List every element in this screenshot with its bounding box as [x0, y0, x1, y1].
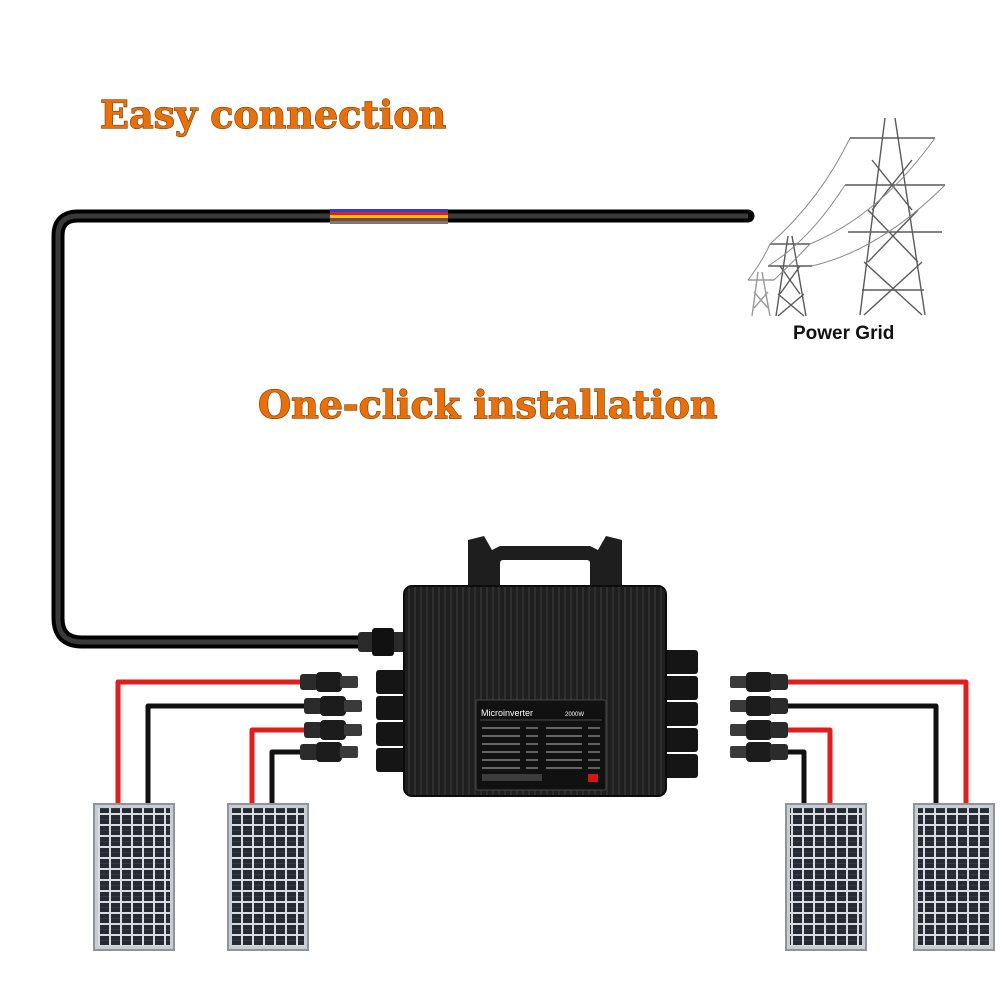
wire-right-2-negative	[770, 703, 939, 808]
power-lines	[747, 137, 946, 281]
power-tower-medium	[768, 235, 812, 317]
inverter-model: 2000W	[565, 712, 584, 718]
wire-right-1-positive	[770, 727, 833, 808]
mc4-connector-icon	[300, 742, 358, 762]
wire-left-1-positive	[115, 679, 300, 808]
wire-right-2-positive	[770, 679, 969, 808]
mc4-connectors-left	[300, 672, 362, 762]
solar-panel-icon	[785, 803, 867, 951]
heading-one-click-installation: One-click installation	[258, 382, 717, 427]
ac-cable	[51, 209, 755, 656]
mc4-connector-icon	[304, 720, 362, 740]
mc4-connector-icon	[730, 696, 788, 716]
power-tower-small	[748, 271, 774, 317]
solar-panel-icon	[93, 803, 175, 951]
inverter-title: Microinverter	[481, 708, 533, 718]
power-grid-label: Power Grid	[793, 323, 894, 344]
solar-panel-icon	[227, 803, 309, 951]
power-tower-large	[845, 117, 945, 316]
microinverter-icon: Microinverter 2000W	[376, 536, 698, 797]
solar-panels	[93, 803, 995, 951]
mc4-connector-icon	[730, 720, 788, 740]
wire-left-2-negative	[269, 749, 300, 808]
mc4-connector-icon	[304, 696, 362, 716]
wire-left-2-positive	[249, 727, 304, 808]
wire-left-1-negative	[145, 703, 304, 808]
mc4-connector-icon	[730, 742, 788, 762]
mc4-connector-icon	[730, 672, 788, 692]
cable-gland-nut	[372, 628, 394, 656]
power-tower-icon	[747, 117, 946, 317]
mc4-connector-icon	[300, 672, 358, 692]
cable-conductors	[330, 209, 448, 224]
nameplate-icons	[482, 774, 542, 781]
mc4-connectors-right	[730, 672, 788, 762]
wire-right-1-negative	[770, 749, 807, 808]
solar-panel-icon	[913, 803, 995, 951]
heading-easy-connection: Easy connection	[100, 92, 446, 137]
nameplate-warning-mark	[588, 774, 598, 782]
bracket-cutout	[500, 560, 590, 588]
inverter-ports	[376, 650, 698, 778]
nameplate-spec-lines	[482, 727, 600, 769]
